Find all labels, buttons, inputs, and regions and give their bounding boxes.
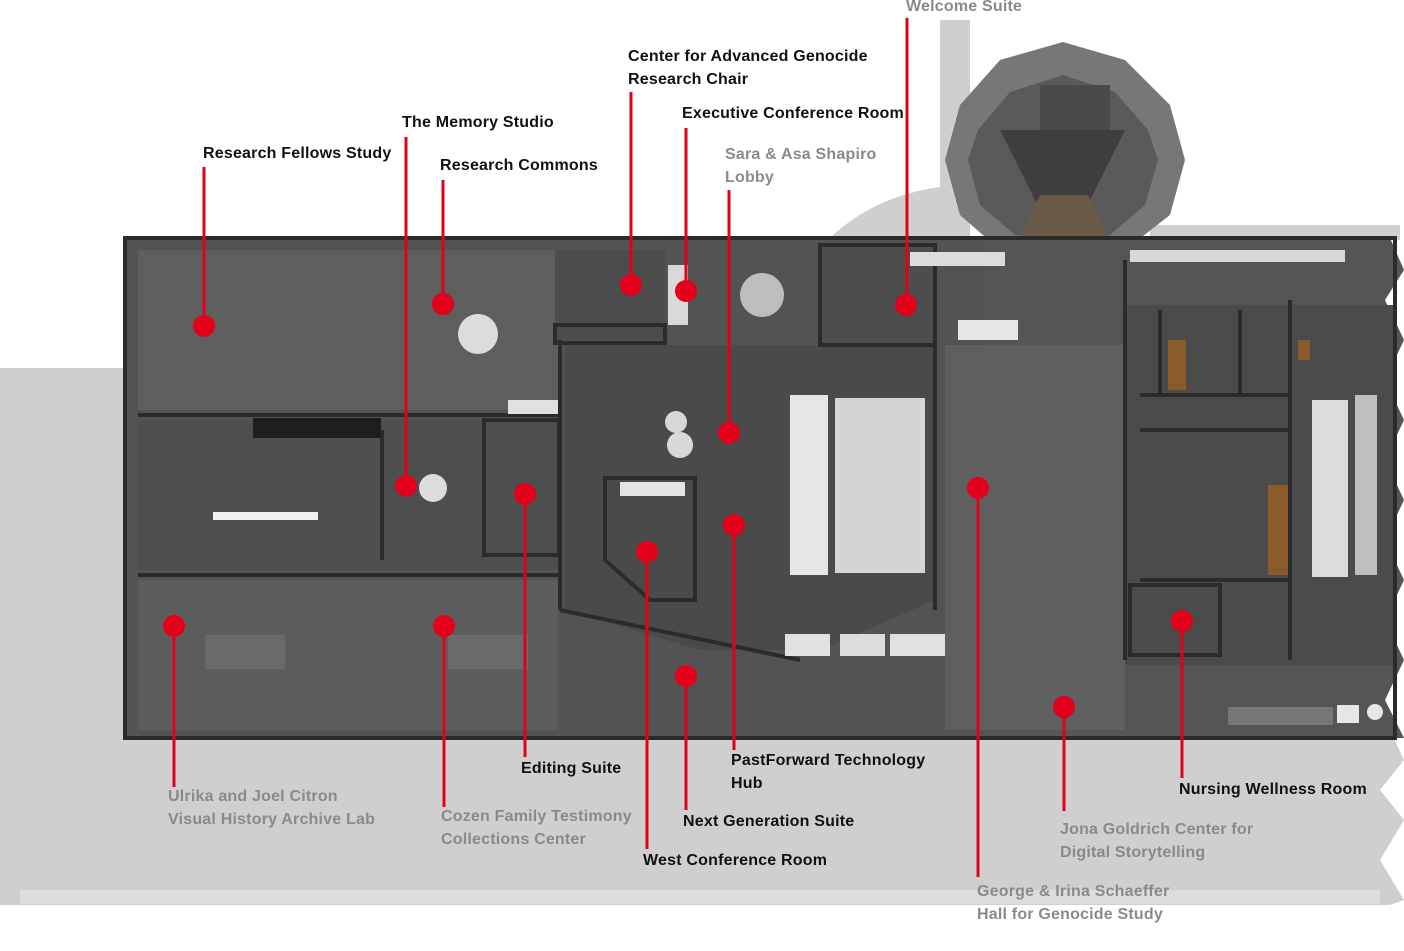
label-line: Jona Goldrich Center for — [1060, 821, 1254, 838]
label-west-conference: West Conference Room — [643, 849, 827, 872]
label-memory-studio: The Memory Studio — [402, 111, 554, 134]
marker-research-fellows — [193, 315, 215, 337]
leader-lines — [172, 18, 1184, 877]
marker-shapiro-lobby — [718, 422, 740, 444]
walls — [123, 236, 1397, 740]
marker-goldrich-center — [1053, 696, 1075, 718]
label-line: Research Fellows Study — [203, 145, 392, 162]
label-line: Editing Suite — [521, 760, 622, 777]
label-line: Center for Advanced Genocide — [628, 48, 868, 65]
marker-next-generation — [675, 665, 697, 687]
label-line: George & Irina Schaeffer — [977, 883, 1170, 900]
label-line: Executive Conference Room — [682, 105, 904, 122]
marker-executive-conference — [675, 280, 697, 302]
rotunda — [945, 42, 1185, 262]
label-line: Hall for Genocide Study — [977, 906, 1163, 923]
label-line: West Conference Room — [643, 852, 828, 869]
label-line: Research Commons — [440, 157, 598, 174]
marker-nursing-wellness — [1171, 610, 1193, 632]
label-research-commons: Research Commons — [440, 154, 598, 177]
marker-schaeffer-hall — [967, 477, 989, 499]
label-line: Collections Center — [441, 831, 586, 848]
marker-editing-suite — [514, 483, 536, 505]
label-line: Digital Storytelling — [1060, 844, 1206, 861]
label-welcome-suite: Welcome Suite — [906, 0, 1022, 18]
leader-dots — [163, 274, 1193, 718]
label-editing-suite: Editing Suite — [521, 757, 621, 780]
marker-welcome-suite — [895, 294, 917, 316]
marker-cozen-center — [433, 615, 455, 637]
label-next-generation: Next Generation Suite — [683, 810, 854, 833]
label-line: Cozen Family Testimony — [441, 808, 632, 825]
marker-research-commons — [432, 293, 454, 315]
label-line: Visual History Archive Lab — [168, 811, 376, 828]
label-line: Nursing Wellness Room — [1179, 781, 1367, 798]
label-line: Lobby — [725, 169, 774, 186]
furniture — [205, 250, 1383, 725]
marker-memory-studio — [395, 475, 417, 497]
label-line: Hub — [731, 775, 763, 792]
label-line: Research Chair — [628, 71, 749, 88]
label-line: The Memory Studio — [402, 114, 554, 131]
label-line: Welcome Suite — [906, 0, 1023, 15]
label-line: Next Generation Suite — [683, 813, 855, 830]
label-line: PastForward Technology — [731, 752, 926, 769]
label-executive-conference: Executive Conference Room — [682, 102, 904, 125]
label-nursing-wellness: Nursing Wellness Room — [1179, 778, 1367, 801]
label-line: Sara & Asa Shapiro — [725, 146, 877, 163]
marker-center-chair — [620, 274, 642, 296]
label-research-fellows: Research Fellows Study — [203, 142, 391, 165]
marker-west-conference — [636, 541, 658, 563]
marker-citron-lab — [163, 615, 185, 637]
bottom-serration — [0, 905, 1404, 951]
marker-pastforward-hub — [723, 514, 745, 536]
label-line: Ulrika and Joel Citron — [168, 788, 338, 805]
